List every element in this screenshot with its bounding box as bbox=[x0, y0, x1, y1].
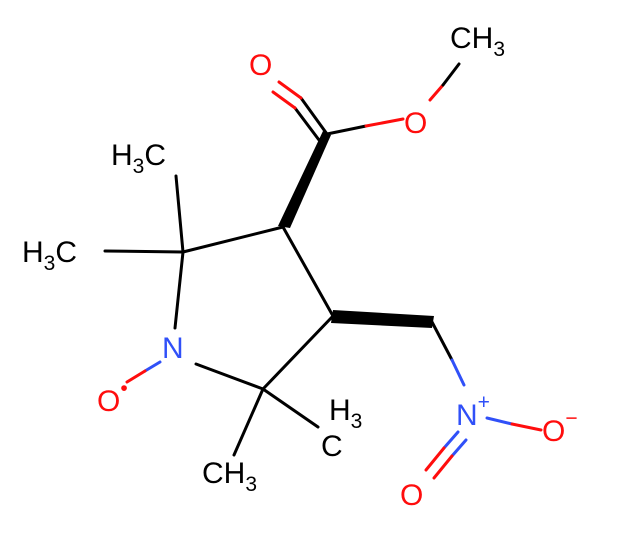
bond-ch2-n bbox=[430, 320, 454, 362]
bond-c2-methyl-left bbox=[103, 249, 185, 254]
atom-c2-methyl-left: H3C bbox=[22, 236, 77, 275]
bond-carbonyl-2 bbox=[293, 106, 321, 142]
bond-c5-methyl-bottom bbox=[232, 387, 265, 457]
atom-c5-methyl-right-h3: H3 bbox=[329, 394, 362, 433]
atom-c2-methyl-top: H3C bbox=[111, 139, 166, 178]
bond-oester-methyl-o bbox=[428, 83, 445, 102]
bond-oester-methyl bbox=[441, 62, 461, 87]
atom-ester-methyl: CH3 bbox=[450, 22, 505, 61]
bond-carbonyl-1 bbox=[299, 96, 329, 136]
bond-carbonyl-1-o bbox=[277, 80, 303, 100]
atom-ester-oxygen: O bbox=[404, 107, 427, 140]
atom-nitro-nitrogen: N+ bbox=[456, 391, 490, 432]
bond-n-ominus-red bbox=[510, 422, 543, 432]
bond-c5-methyl-right bbox=[261, 387, 320, 429]
bond-carbonyl-oester-o bbox=[364, 117, 405, 128]
atom-nitroxide-oxygen: O• bbox=[97, 377, 128, 418]
bond-c4-c5 bbox=[261, 314, 335, 391]
bond-n-odouble-1-red bbox=[424, 446, 446, 472]
atom-carbonyl-oxygen: O bbox=[249, 49, 272, 82]
bond-ch2-n-blue bbox=[450, 358, 466, 387]
bond-n-o-red bbox=[125, 369, 147, 384]
bond-n-odouble-1-blue bbox=[442, 430, 460, 450]
bond-c2-n bbox=[173, 250, 185, 330]
bond-carbonyl-2-o bbox=[271, 90, 297, 110]
bond-n-odouble-2-red bbox=[432, 454, 454, 480]
atom-c5-methyl-bottom: CH3 bbox=[202, 457, 257, 496]
wedge-bond-c4-ch2 bbox=[331, 310, 434, 328]
bond-n-odouble-2-blue bbox=[450, 438, 468, 458]
wedge-bond-c3-ester bbox=[278, 131, 331, 228]
bond-n-o-blue bbox=[143, 360, 162, 373]
bond-c2-methyl-top bbox=[174, 174, 185, 254]
atom-nitro-oxygen-minus: O− bbox=[542, 407, 578, 448]
atom-ring-nitrogen: N bbox=[162, 332, 184, 365]
bond-n-ominus-blue bbox=[485, 416, 514, 426]
bond-n-c5 bbox=[194, 362, 265, 391]
bond-carbonyl-oester bbox=[325, 124, 368, 136]
atom-nitro-oxygen-double: O bbox=[400, 479, 423, 512]
bond-c3-c4 bbox=[281, 225, 335, 318]
atom-c5-methyl-right-c: C bbox=[321, 430, 343, 463]
bond-c2-c3 bbox=[181, 225, 285, 254]
